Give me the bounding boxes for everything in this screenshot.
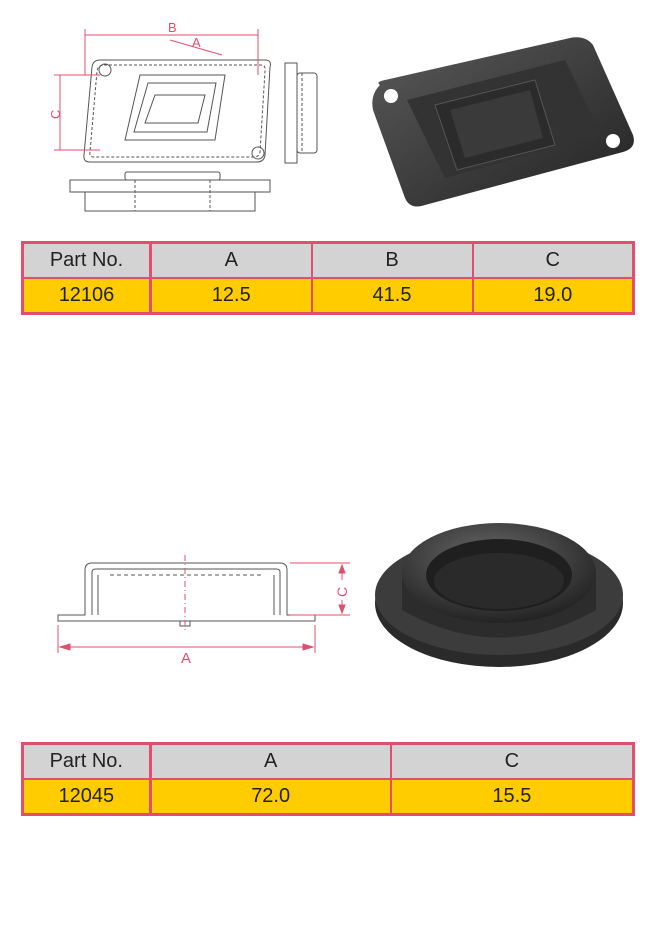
header-cell-c: C bbox=[471, 241, 635, 279]
product-12045-section: A C Part No. A C 12045 72.0 15.5 bbox=[0, 490, 660, 830]
spec-table-12106: Part No. A B C 12106 12.5 41.5 19.0 bbox=[21, 241, 635, 315]
cell-a: 12.5 bbox=[149, 277, 313, 315]
dimension-label-c: C bbox=[334, 587, 350, 597]
dimension-label-b: B bbox=[168, 20, 177, 35]
cell-a: 72.0 bbox=[149, 778, 392, 816]
cell-c: 15.5 bbox=[389, 778, 635, 816]
header-cell-a: A bbox=[149, 742, 392, 780]
product-render-round-grommet bbox=[375, 523, 623, 667]
cell-b: 41.5 bbox=[310, 277, 474, 315]
table-header-row: Part No. A C bbox=[21, 742, 635, 780]
table-row: 12106 12.5 41.5 19.0 bbox=[21, 277, 635, 315]
header-cell-part-no: Part No. bbox=[21, 742, 152, 780]
header-cell-c: C bbox=[389, 742, 635, 780]
table-row: 12045 72.0 15.5 bbox=[21, 778, 635, 816]
technical-drawing-rect-grommet: B A C bbox=[48, 20, 318, 212]
cell-part-no: 12106 bbox=[21, 277, 152, 315]
product-12106-section: B A C Part No. A B C 12106 12.5 41.5 bbox=[0, 0, 660, 330]
spec-table-12045: Part No. A C 12045 72.0 15.5 bbox=[21, 742, 635, 816]
dimension-label-a: A bbox=[192, 35, 201, 50]
header-cell-part-no: Part No. bbox=[21, 241, 152, 279]
product-render-rect-grommet bbox=[372, 37, 634, 207]
dimension-label-a: A bbox=[181, 650, 191, 667]
table-header-row: Part No. A B C bbox=[21, 241, 635, 279]
header-cell-b: B bbox=[310, 241, 474, 279]
technical-drawing-round-grommet: A C bbox=[57, 555, 350, 667]
dimension-label-c: C bbox=[48, 110, 63, 119]
cell-part-no: 12045 bbox=[21, 778, 152, 816]
cell-c: 19.0 bbox=[471, 277, 635, 315]
header-cell-a: A bbox=[149, 241, 313, 279]
